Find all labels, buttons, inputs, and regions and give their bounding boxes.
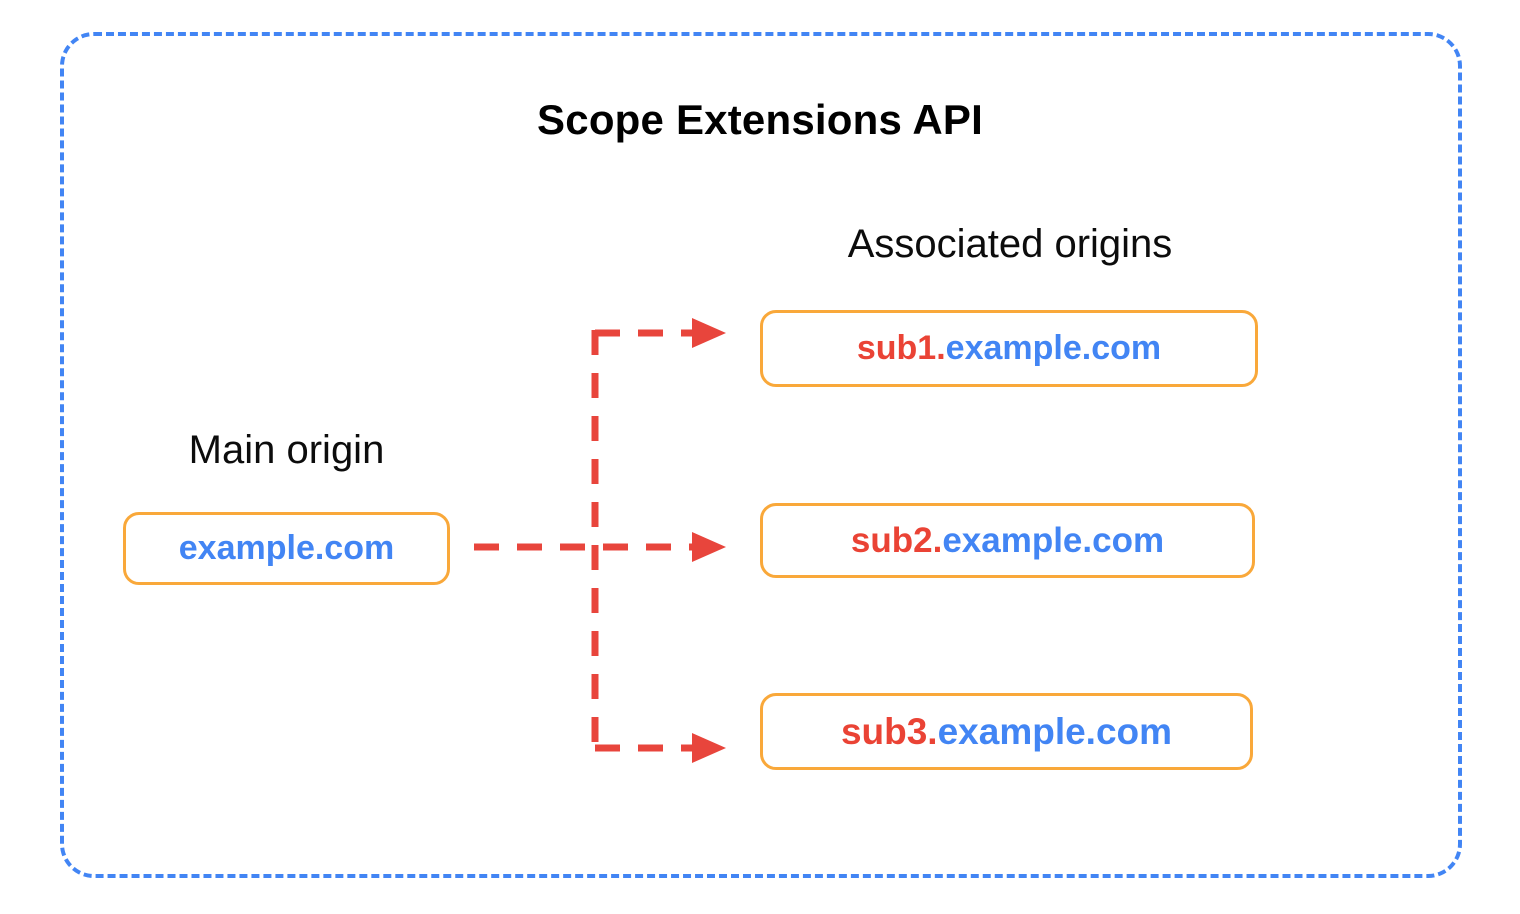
origin-box-main[interactable]: example.com: [123, 512, 450, 585]
origin-domain-text: example.com: [178, 529, 395, 567]
scope-extensions-frame: [60, 32, 1462, 878]
main-origin-label: Main origin: [188, 428, 385, 472]
associated-origins-label: Associated origins: [847, 222, 1173, 266]
origin-box-sub3[interactable]: sub3.example.com: [760, 693, 1253, 770]
origin-subdomain-text: sub1.: [856, 329, 946, 367]
origin-subdomain-text: sub2.: [850, 520, 943, 560]
origin-domain-text: example.com: [945, 329, 1162, 367]
origin-domain-text: example.com: [937, 710, 1173, 752]
origin-domain-text: example.com: [942, 520, 1165, 560]
origin-box-sub1[interactable]: sub1.example.com: [760, 310, 1258, 387]
origin-box-sub2[interactable]: sub2.example.com: [760, 503, 1255, 578]
origin-subdomain-text: sub3.: [840, 710, 938, 752]
page-title: Scope Extensions API: [537, 96, 983, 143]
